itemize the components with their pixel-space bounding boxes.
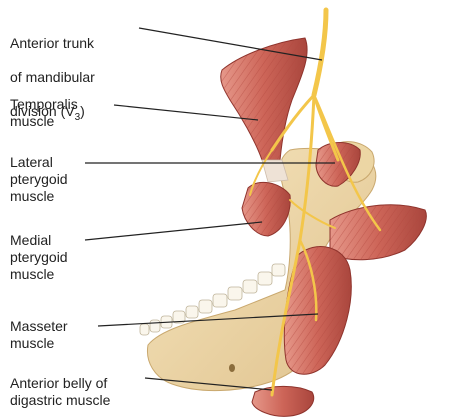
mental-foramen	[229, 364, 235, 372]
label-anterior-trunk-line2: of mandibular	[10, 69, 95, 85]
label-anterior-trunk-line3-end: )	[80, 103, 85, 119]
label-temporalis: Temporalis muscle	[10, 96, 78, 130]
label-digastric: Anterior belly of digastric muscle	[10, 375, 110, 409]
label-masseter: Masseter muscle	[10, 318, 68, 352]
label-anterior-trunk-line1: Anterior trunk	[10, 35, 94, 51]
label-lateral-pterygoid: Lateral pterygoid muscle	[10, 154, 68, 205]
digastric-muscle	[252, 386, 314, 416]
label-medial-pterygoid: Medial pterygoid muscle	[10, 232, 68, 283]
